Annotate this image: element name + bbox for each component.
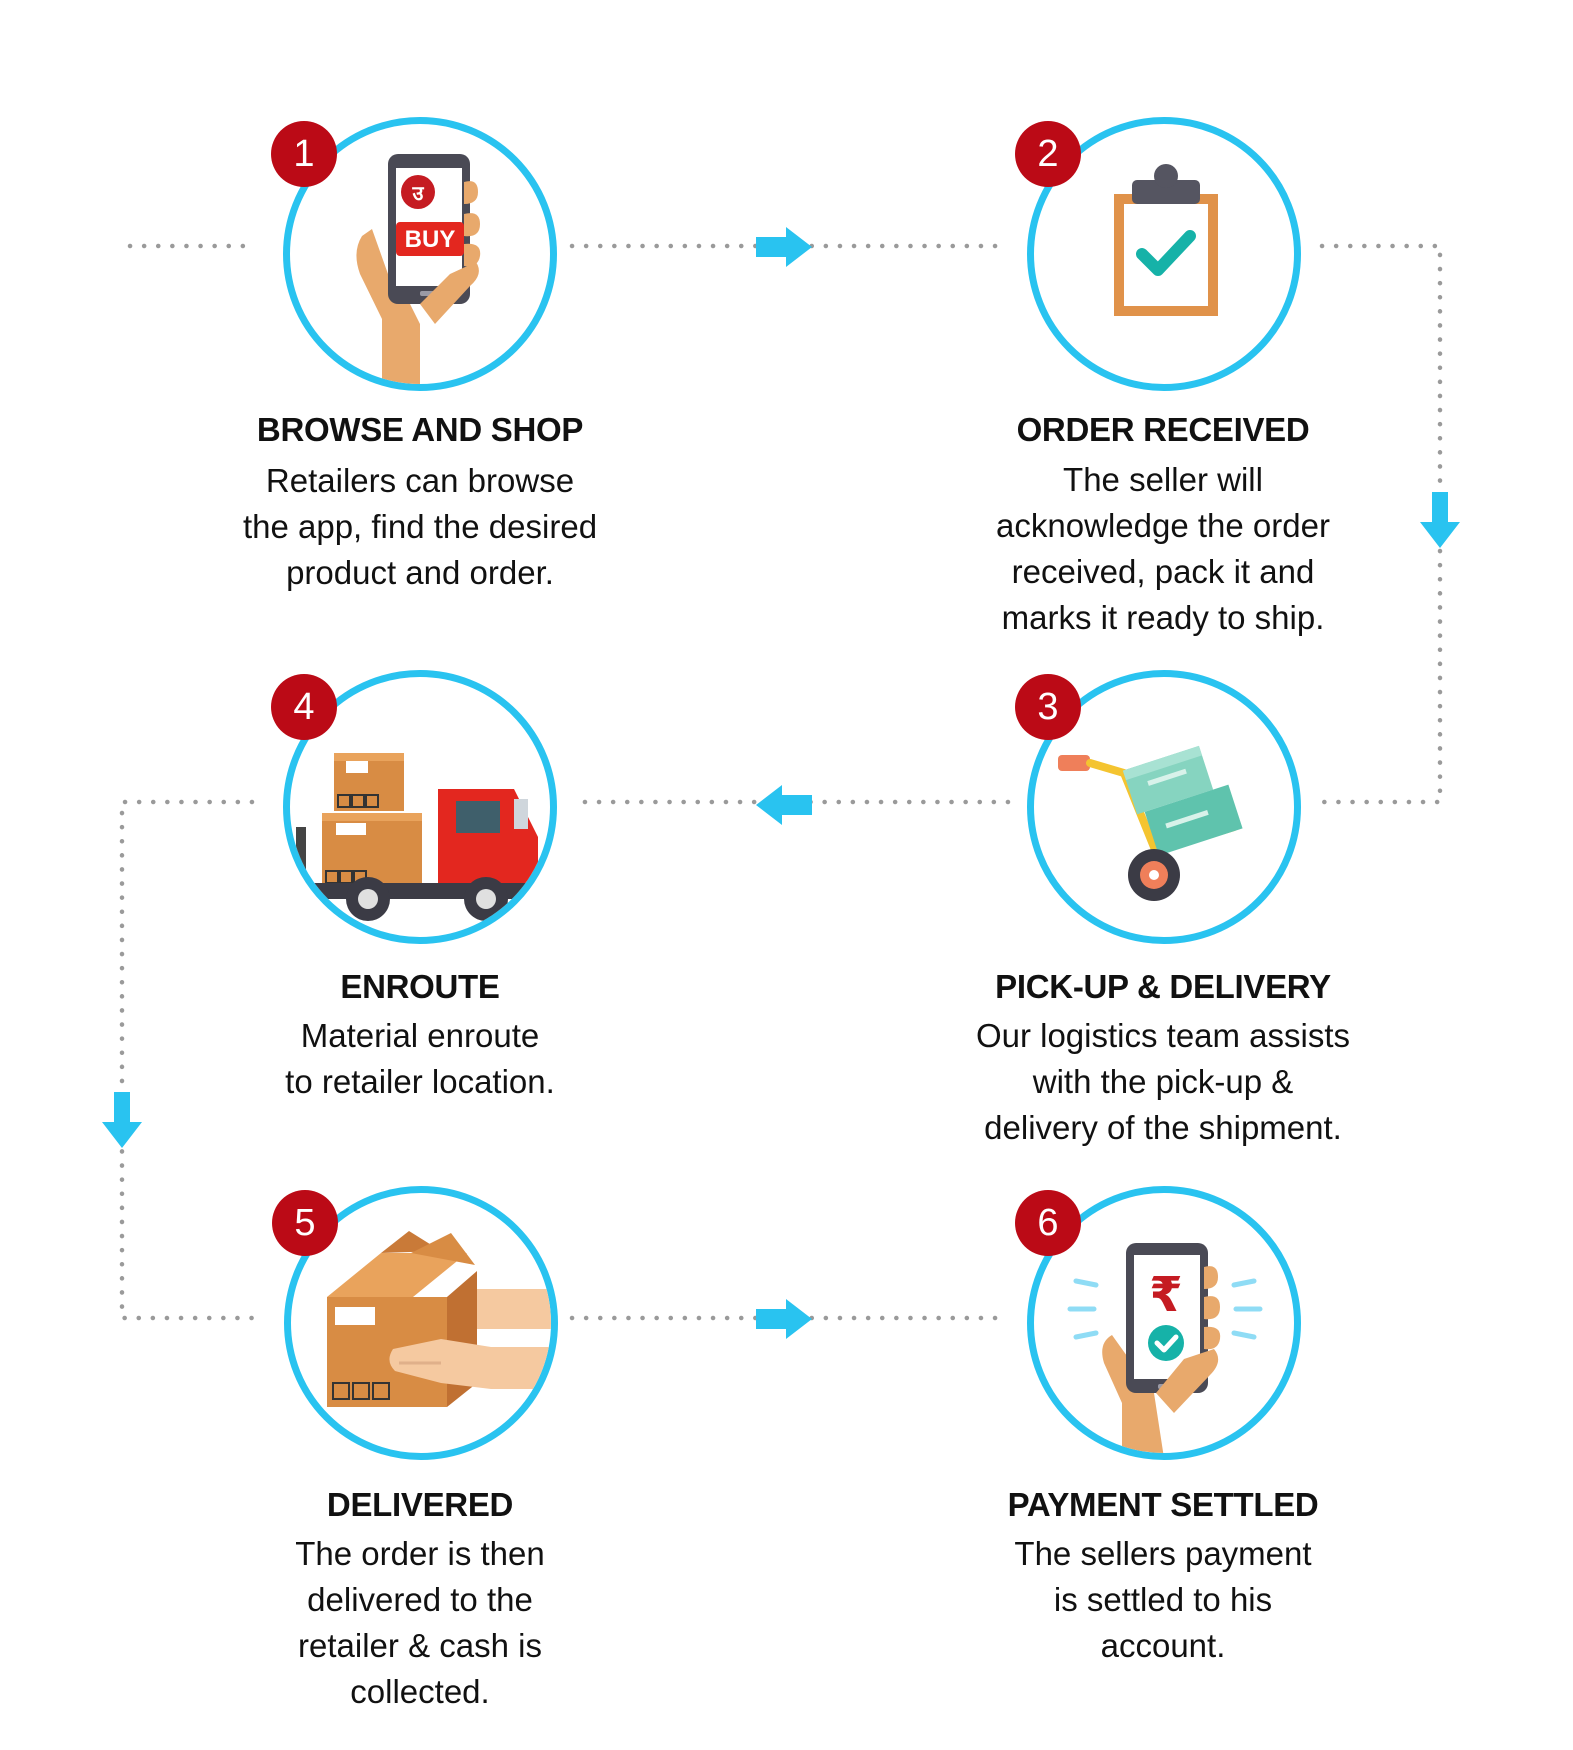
currency-symbol: ₹ [1149, 1267, 1182, 1323]
step-3: 3 PICK-UP & DELIVERY Our logistics team … [883, 0, 1443, 1160]
step-title: BROWSE AND SHOP [256, 411, 584, 448]
description-line: to retailer location. [285, 1063, 555, 1100]
description-line: marks it ready to ship. [1001, 599, 1325, 636]
description-line: delivered to the [307, 1581, 533, 1618]
description-line: Material enroute [300, 1017, 540, 1054]
step-5-circle: 5 [272, 1186, 558, 1460]
description-line: product and order. [286, 554, 554, 591]
step-badge: 5 [272, 1190, 338, 1256]
step-4: 4 ENROUTE Material enroute to retailer l… [140, 0, 700, 1120]
description-line: delivery of the shipment. [984, 1109, 1342, 1146]
step-4-circle: 4 [271, 670, 557, 944]
step-1-circle: उ BUY 1 [271, 117, 557, 391]
description-line: retailer & cash is [298, 1627, 542, 1664]
step-description: Our logistics team assists with the pick… [883, 1013, 1443, 1151]
step-badge: 4 [271, 674, 337, 740]
description-line: the app, find the desired [242, 508, 598, 545]
step-1: उ BUY 1 BROWSE AND SHOP Retailers can br… [140, 0, 700, 600]
arrow-left-icon [756, 785, 812, 825]
step-description: The order is then delivered to the retai… [140, 1531, 700, 1715]
description-line: is settled to his [1053, 1581, 1273, 1618]
arrow-down-icon [102, 1092, 142, 1148]
step-description: The sellers payment is settled to his ac… [883, 1531, 1443, 1669]
step-description: Retailers can browse the app, find the d… [140, 458, 700, 596]
clipboard-check-icon [1114, 164, 1218, 316]
step-2-circle: 2 [1015, 117, 1301, 391]
step-badge: 6 [1015, 1190, 1081, 1256]
box-handover-icon [327, 1231, 551, 1407]
arrow-right-icon [756, 1299, 812, 1339]
description-line: acknowledge the order [996, 507, 1330, 544]
phone-payment-icon: ₹ [1067, 1243, 1263, 1453]
step-title: PICK-UP & DELIVERY [995, 968, 1331, 1005]
phone-buy-icon: उ BUY [356, 154, 481, 384]
description-line: Retailers can browse [265, 462, 575, 499]
arrow-down-icon [1420, 492, 1460, 548]
svg-text:उ: उ [412, 181, 425, 205]
step-description: Material enroute to retailer location. [140, 1013, 700, 1105]
buy-label: BUY [405, 226, 456, 253]
delivery-truck-icon [296, 753, 538, 921]
description-line: received, pack it and [1011, 553, 1315, 590]
step-6: ₹ 6 PAYMENT SETTLED The sellers payment … [883, 0, 1443, 1700]
description-line: The seller will [1063, 461, 1263, 498]
step-title: PAYMENT SETTLED [1007, 1486, 1319, 1523]
step-title: DELIVERED [326, 1486, 514, 1523]
arrow-right-icon [756, 227, 812, 267]
step-title: ENROUTE [340, 968, 500, 1005]
description-line: The sellers payment [1014, 1535, 1312, 1572]
step-title: ORDER RECEIVED [1016, 411, 1310, 448]
description-line: with the pick-up & [1032, 1063, 1294, 1100]
hand-truck-icon [1058, 745, 1243, 901]
description-line: account. [1100, 1627, 1226, 1664]
description-line: collected. [350, 1673, 490, 1710]
step-3-circle: 3 [1015, 670, 1301, 944]
step-6-circle: ₹ 6 [1015, 1186, 1301, 1460]
step-badge: 3 [1015, 674, 1081, 740]
description-line: The order is then [295, 1535, 545, 1572]
description-line: Our logistics team assists [975, 1017, 1351, 1054]
step-badge: 2 [1015, 121, 1081, 187]
step-description: The seller will acknowledge the order re… [883, 457, 1443, 641]
step-5: 5 DELIVERED The order is then delivered … [140, 0, 700, 1740]
step-badge: 1 [271, 121, 337, 187]
step-2: 2 ORDER RECEIVED The seller will acknowl… [883, 0, 1443, 660]
